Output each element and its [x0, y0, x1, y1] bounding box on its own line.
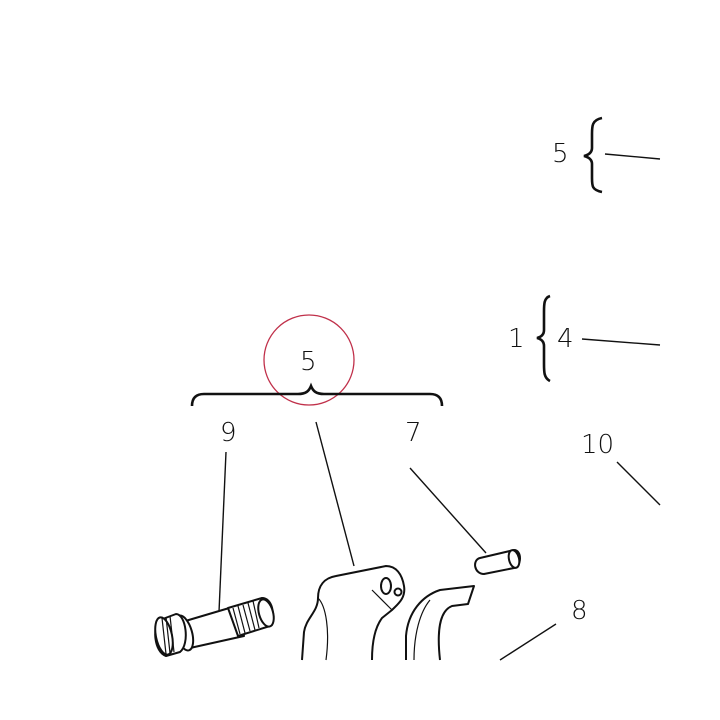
hook-part	[405, 585, 475, 661]
part-9-leader	[218, 451, 227, 613]
part-housing-leader	[315, 421, 355, 567]
housing-hole-large	[380, 577, 392, 595]
part-10-number: 10	[581, 430, 614, 460]
bolt-knurl-lines	[161, 615, 175, 655]
bolt-thread-lines	[232, 600, 260, 635]
diagram-crop-bottom	[0, 661, 720, 720]
assembly-callout: 1 4	[508, 294, 661, 383]
highlight-circle	[263, 314, 355, 406]
pin-end	[507, 549, 521, 569]
hook-body	[405, 585, 475, 661]
top-group-brace	[583, 116, 603, 194]
assembly-sub-number: 4	[557, 324, 574, 354]
assembly-number: 1	[508, 324, 525, 354]
part-7-leader	[409, 467, 487, 554]
part-8-leader	[499, 623, 557, 661]
group-brace-horizontal	[190, 382, 444, 407]
housing-part	[301, 565, 406, 661]
top-group-number: 5	[552, 139, 569, 169]
pin-part	[474, 549, 521, 575]
top-group-leader	[604, 153, 661, 160]
part-8-number: 8	[571, 596, 588, 626]
top-group-callout: 5	[552, 116, 661, 194]
highlighted-group-callout: 5	[190, 314, 444, 407]
part-9-number: 9	[220, 418, 237, 448]
part-10-leader	[616, 461, 661, 506]
part-7-number: 7	[405, 418, 422, 448]
bolt-thread-end	[257, 598, 275, 628]
bolt-part	[154, 597, 275, 657]
housing-inner-edge	[317, 597, 329, 661]
assembly-brace	[536, 294, 551, 383]
diagram-crop-right	[661, 0, 720, 720]
housing-fold	[371, 589, 393, 611]
hook-inner-edge	[413, 599, 431, 661]
housing-hole-small	[393, 587, 403, 597]
highlighted-group-number: 5	[300, 347, 317, 377]
assembly-sub-leader	[581, 338, 661, 346]
